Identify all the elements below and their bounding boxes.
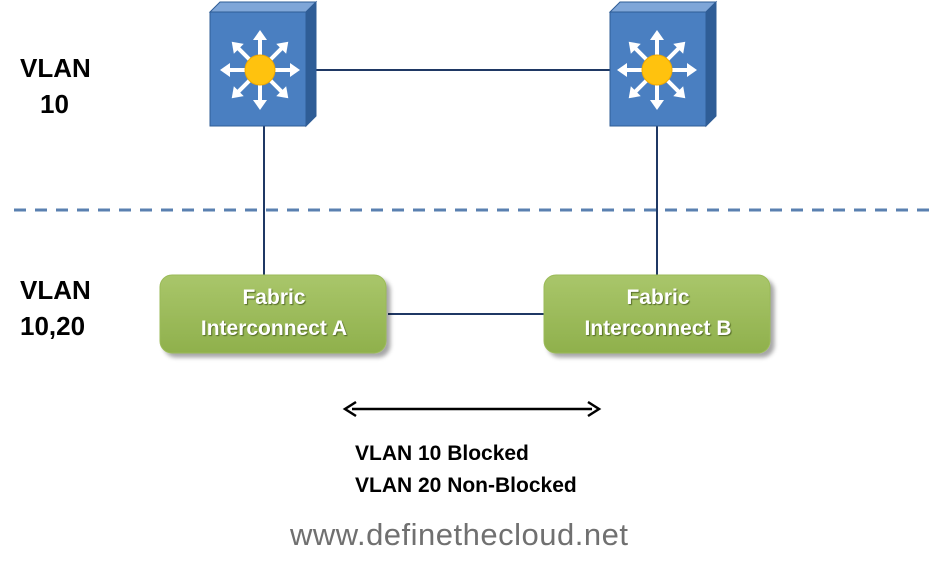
vlan-label-top-line2: 10 <box>40 89 69 119</box>
switch-left <box>208 0 318 128</box>
fabric-interconnect-a-box <box>159 274 387 354</box>
link-status-line1: VLAN 10 Blocked <box>355 442 529 465</box>
vlan-label-bottom: VLAN 10,20 <box>20 272 91 344</box>
fabric-interconnect-a-line2: Interconnect A <box>200 317 348 340</box>
fabric-interconnect-b-line1: Fabric <box>626 286 690 309</box>
vlan-label-top-line1: VLAN <box>20 53 91 83</box>
vlan-label-bottom-line1: VLAN <box>20 275 91 305</box>
fabric-interconnect-a-line1: Fabric <box>242 286 306 309</box>
vlan-label-bottom-line2: 10,20 <box>20 311 86 341</box>
fabric-interconnect-a-label: Fabric Interconnect A <box>160 282 388 344</box>
switch-right <box>608 0 718 128</box>
fabric-interconnect-b-label: Fabric Interconnect B <box>544 282 772 344</box>
double-headed-arrow-icon <box>342 400 602 418</box>
fabric-interconnect-b-box <box>543 274 771 354</box>
watermark-url: www.definethecloud.net <box>290 517 629 552</box>
fabric-interconnect-b-line2: Interconnect B <box>584 317 732 340</box>
link-status-text: VLAN 10 Blocked VLAN 20 Non-Blocked <box>355 438 577 502</box>
vlan-label-top: VLAN 10 <box>20 50 91 122</box>
link-status-line2: VLAN 20 Non-Blocked <box>355 474 577 497</box>
multilayer-switch-icon <box>615 28 699 112</box>
multilayer-switch-icon <box>218 28 302 112</box>
